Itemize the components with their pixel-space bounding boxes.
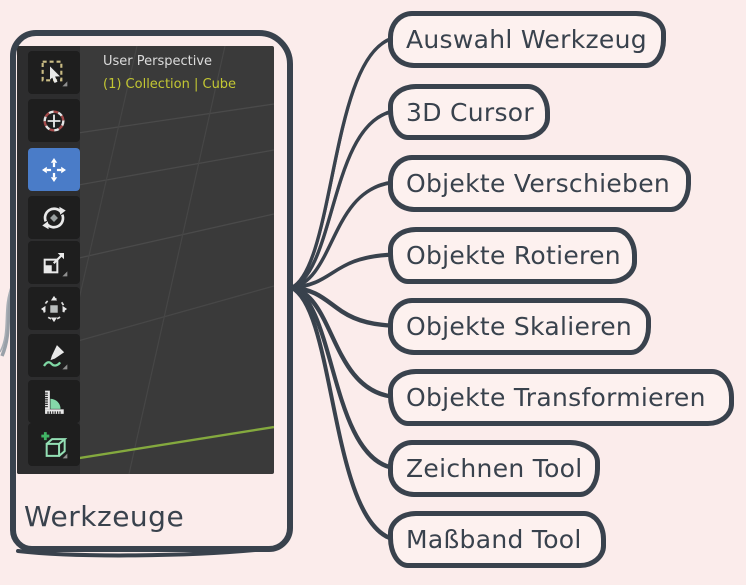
label-massband-tool[interactable]: Maßband Tool bbox=[388, 511, 606, 568]
cursor-3d-icon bbox=[43, 109, 65, 132]
label-text: Zeichnen Tool bbox=[406, 454, 583, 483]
label-text: Auswahl Werkzeug bbox=[406, 25, 647, 54]
rotate-tool-button[interactable] bbox=[28, 196, 80, 239]
label-zeichnen-tool[interactable]: Zeichnen Tool bbox=[388, 440, 600, 497]
label-objekte-transformieren[interactable]: Objekte Transformieren bbox=[388, 369, 734, 426]
add-cube-icon bbox=[41, 431, 68, 458]
transform-icon bbox=[40, 295, 68, 322]
viewport-perspective-label: User Perspective bbox=[103, 54, 213, 69]
cursor-3d-tool-button[interactable] bbox=[28, 99, 80, 142]
viewport-breadcrumb: (1) Collection | Cube bbox=[103, 77, 237, 92]
label-auswahl-werkzeug[interactable]: Auswahl Werkzeug bbox=[388, 11, 666, 68]
move-icon bbox=[42, 157, 66, 182]
label-objekte-skalieren[interactable]: Objekte Skalieren bbox=[388, 298, 651, 355]
label-objekte-verschieben[interactable]: Objekte Verschieben bbox=[388, 155, 691, 212]
label-text: Objekte Skalieren bbox=[406, 312, 633, 341]
label-text: Objekte Rotieren bbox=[406, 241, 621, 270]
panel-title: Werkzeuge bbox=[24, 500, 185, 533]
label-3d-cursor[interactable]: 3D Cursor bbox=[388, 84, 550, 140]
annotate-icon bbox=[43, 344, 68, 369]
label-text: Objekte Transformieren bbox=[406, 383, 706, 412]
measure-icon bbox=[45, 390, 64, 414]
move-tool-button[interactable] bbox=[28, 148, 80, 191]
select-box-icon bbox=[41, 60, 68, 86]
rotate-icon bbox=[42, 206, 66, 229]
add-cube-tool-button[interactable] bbox=[28, 423, 80, 466]
scale-icon bbox=[43, 252, 68, 276]
annotate-tool-button[interactable] bbox=[28, 334, 80, 377]
blender-screenshot: User Perspective (1) Collection | Cube bbox=[17, 46, 274, 474]
transform-tool-button[interactable] bbox=[28, 287, 80, 330]
label-text: Objekte Verschieben bbox=[406, 169, 671, 198]
measure-tool-button[interactable] bbox=[28, 380, 80, 423]
label-text: 3D Cursor bbox=[406, 97, 534, 127]
scale-tool-button[interactable] bbox=[28, 241, 80, 284]
label-objekte-rotieren[interactable]: Objekte Rotieren bbox=[388, 227, 637, 284]
label-text: Maßband Tool bbox=[406, 525, 582, 554]
tool-panel-frame bbox=[10, 30, 293, 552]
